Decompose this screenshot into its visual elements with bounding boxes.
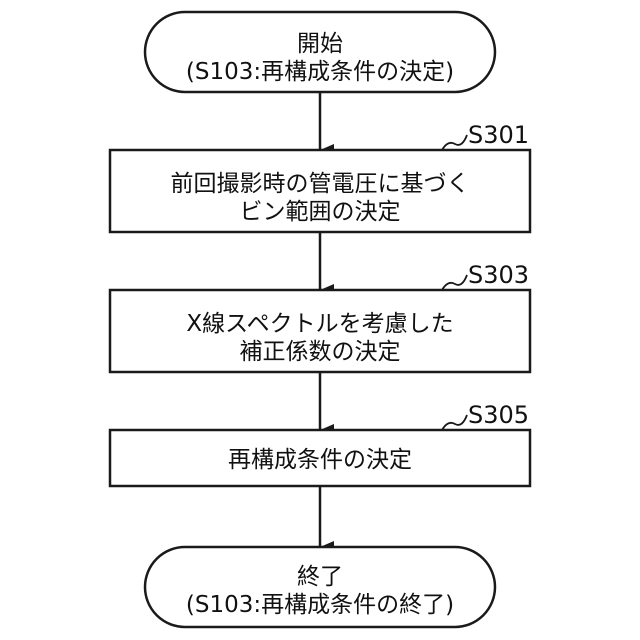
step-s303-text-line2: 補正係数の決定 (240, 339, 401, 365)
step-s301-text-line1: 前回撮影時の管電圧に基づく (171, 171, 470, 197)
step-s301-label: S301 (468, 121, 529, 149)
step-s303-text-line1: X線スペクトルを考慮した (186, 311, 453, 337)
start-terminal-subtitle: (S103:再構成条件の決定) (186, 59, 454, 85)
step-s305-label: S305 (468, 401, 529, 429)
step-s305-text-line1: 再構成条件の決定 (228, 447, 412, 473)
step-s301-text-line2: ビン範囲の決定 (240, 199, 401, 225)
start-terminal: 開始 (S103:再構成条件の決定) (145, 12, 495, 92)
step-s303-leader-line (442, 275, 467, 290)
step-s303-label: S303 (468, 261, 529, 289)
step-s305-leader-line (442, 415, 467, 430)
end-terminal-title: 終了 (297, 564, 343, 590)
end-terminal: 終了 (S103:再構成条件の終了) (145, 547, 495, 627)
end-terminal-subtitle: (S103:再構成条件の終了) (186, 592, 454, 618)
start-terminal-title: 開始 (297, 31, 343, 57)
step-s301-leader-line (442, 135, 467, 150)
